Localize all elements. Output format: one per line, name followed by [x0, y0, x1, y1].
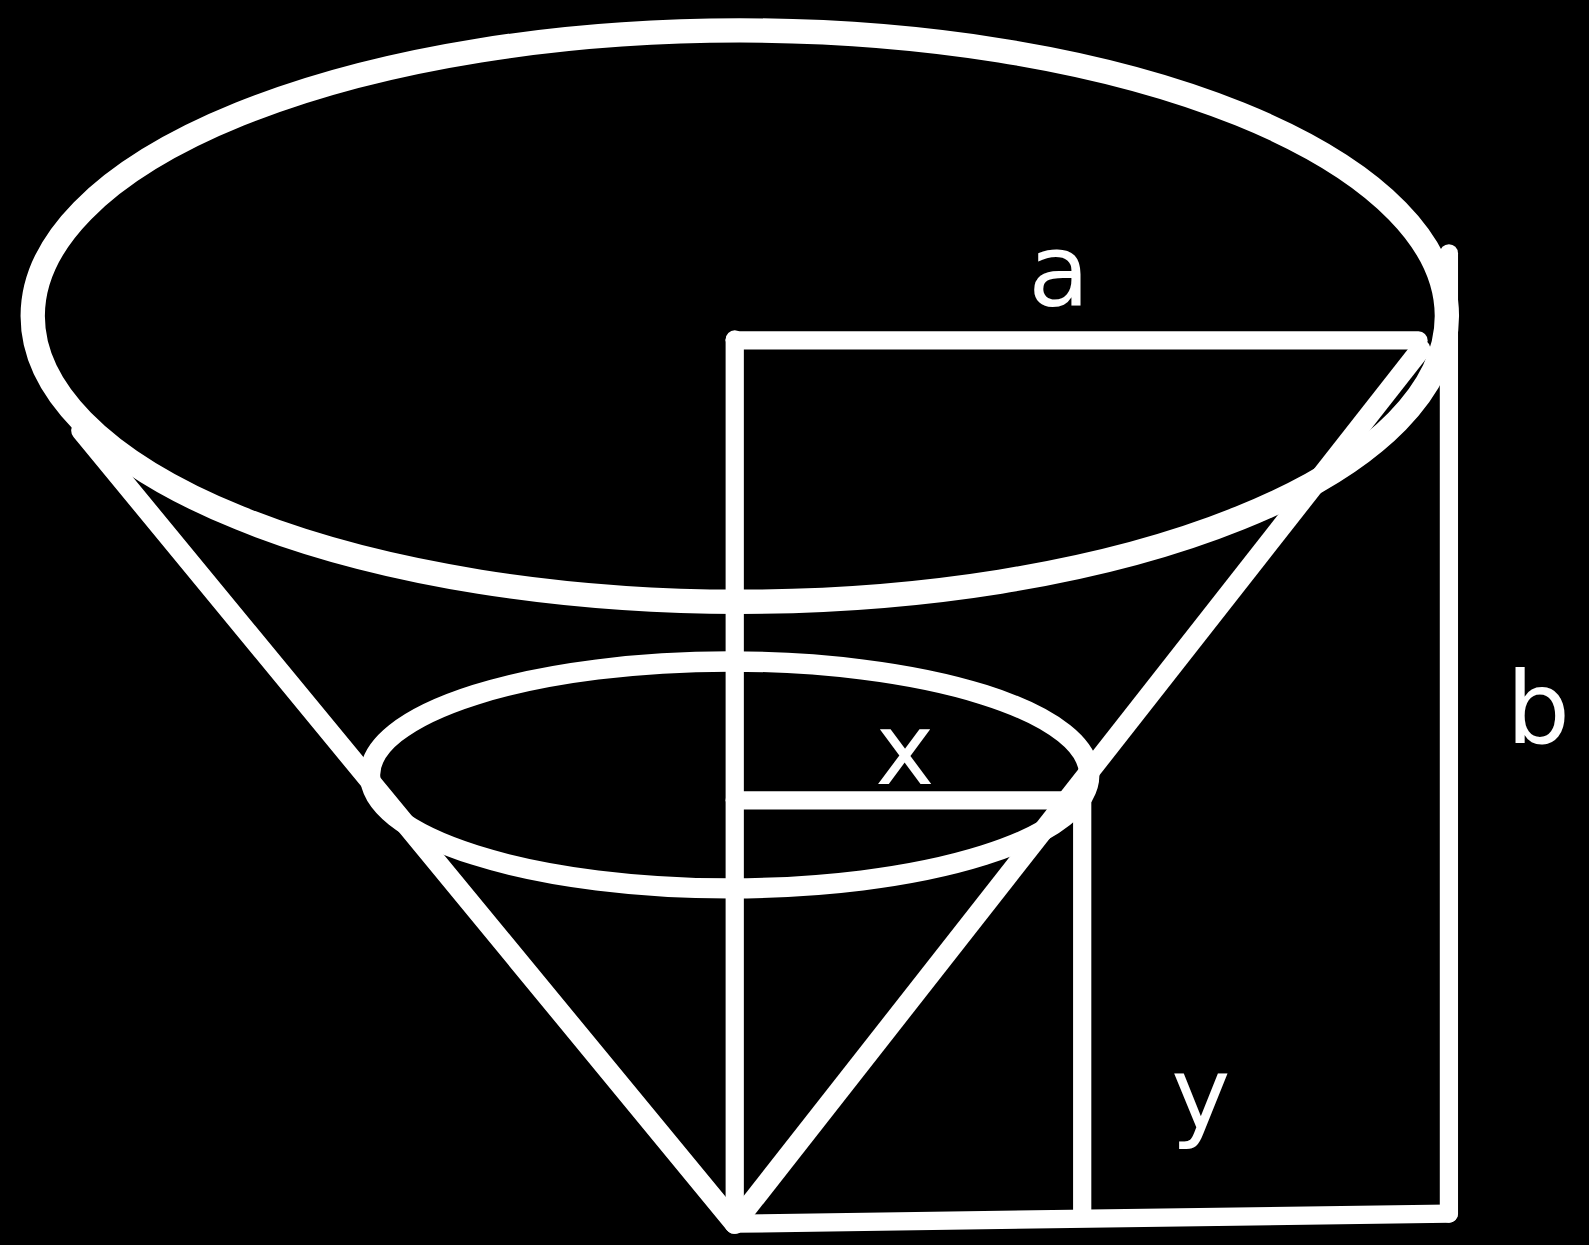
height-line [1440, 253, 1458, 1213]
axis-line [726, 339, 744, 1223]
dimension-label: a [1028, 222, 1089, 322]
dimension-label: x [875, 700, 934, 800]
dimension-label: b [1507, 659, 1570, 759]
radius-line [735, 331, 1419, 349]
base-line [735, 1214, 1449, 1224]
dimension-label: y [1171, 1044, 1230, 1144]
depth-line [1073, 800, 1091, 1215]
